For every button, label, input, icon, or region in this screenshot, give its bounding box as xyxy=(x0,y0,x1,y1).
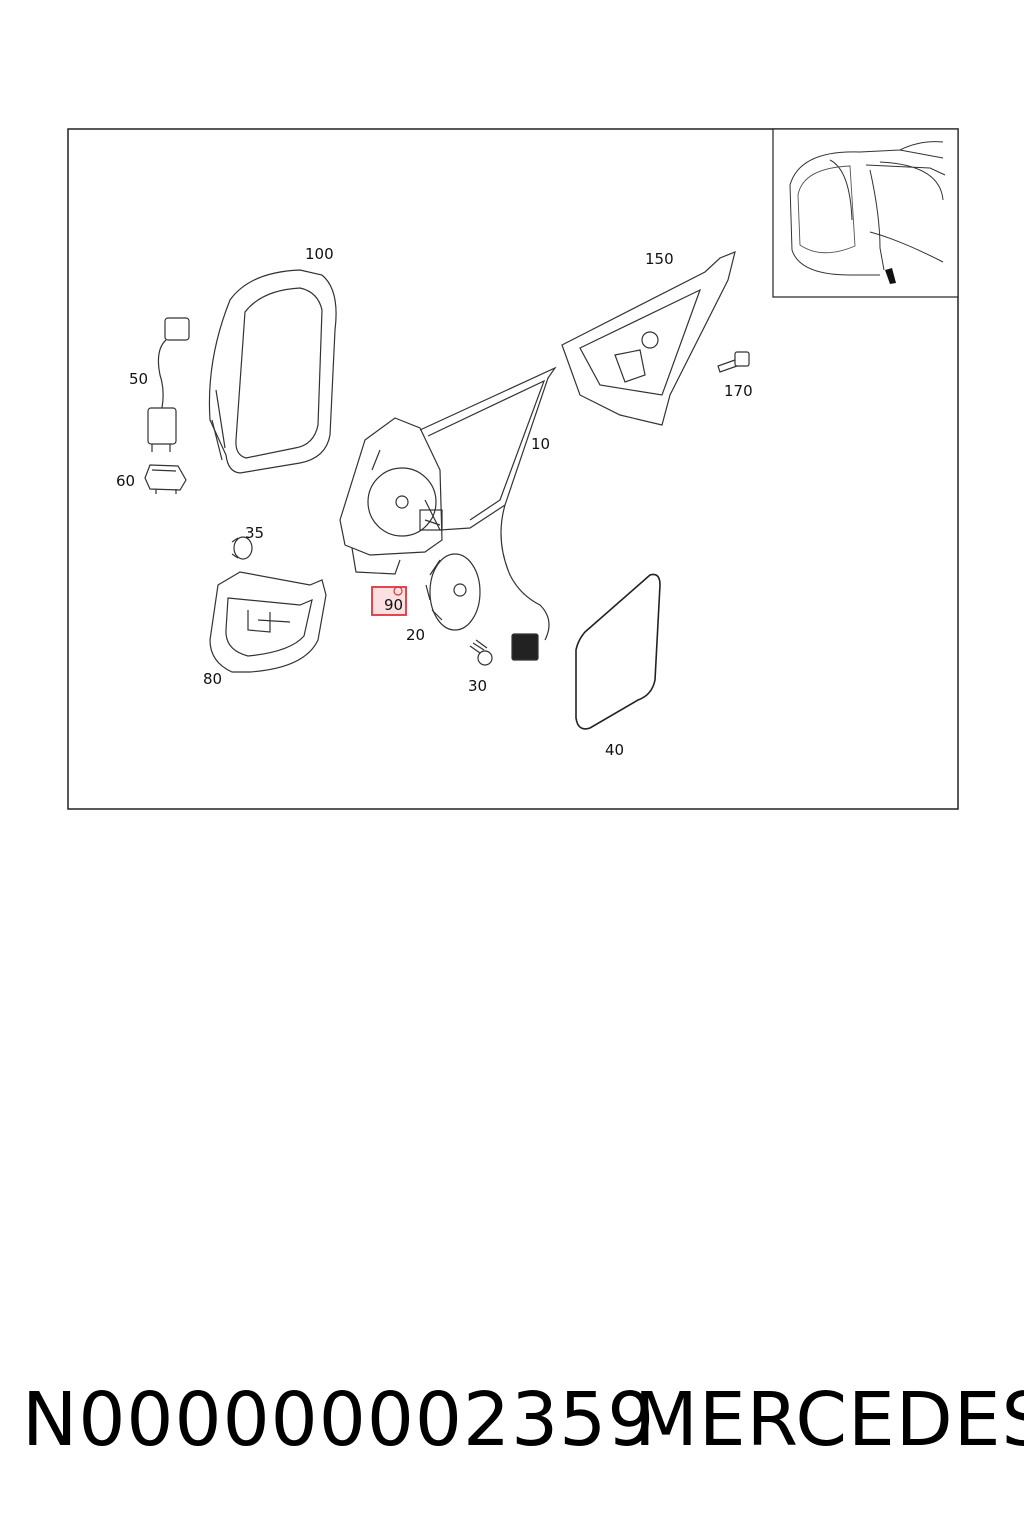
callout-40: 40 xyxy=(605,741,624,759)
part-40-mirror-glass xyxy=(575,573,661,730)
callout-60: 60 xyxy=(116,472,135,490)
callout-80: 80 xyxy=(203,670,222,688)
callout-50: 50 xyxy=(129,370,148,388)
callout-170: 170 xyxy=(724,382,753,400)
callout-90: 90 xyxy=(384,596,403,614)
part-10-mirror-base xyxy=(419,366,557,641)
part-30-screw xyxy=(469,639,493,666)
callout-35: 35 xyxy=(245,524,264,542)
part-20-motor xyxy=(425,553,481,631)
cable-plug xyxy=(511,633,539,661)
callout-90-highlight[interactable]: 90 xyxy=(371,586,407,616)
parts-diagram: 100 150 50 170 10 60 35 90 20 30 80 40 xyxy=(67,128,959,810)
footer: N000000002359 MERCEDES xyxy=(0,1370,1024,1480)
part-35-bulb xyxy=(231,536,253,560)
callout-150: 150 xyxy=(645,250,674,268)
brand-label: MERCEDES xyxy=(634,1377,1024,1463)
callout-30: 30 xyxy=(468,677,487,695)
callout-20: 20 xyxy=(406,626,425,644)
car-locator-inset xyxy=(772,128,959,298)
part-number: N000000002359 xyxy=(22,1377,656,1463)
diagram-frame xyxy=(67,128,959,810)
actuator-housing xyxy=(339,417,443,575)
callout-10: 10 xyxy=(531,435,550,453)
part-50-cable xyxy=(147,317,190,452)
part-170-bolt xyxy=(717,351,750,373)
part-150-mounting-plate xyxy=(561,251,736,426)
callout-100: 100 xyxy=(305,245,334,263)
part-100-housing xyxy=(208,269,337,474)
part-60-clip xyxy=(144,464,187,494)
part-80-lower-cover xyxy=(209,571,327,673)
